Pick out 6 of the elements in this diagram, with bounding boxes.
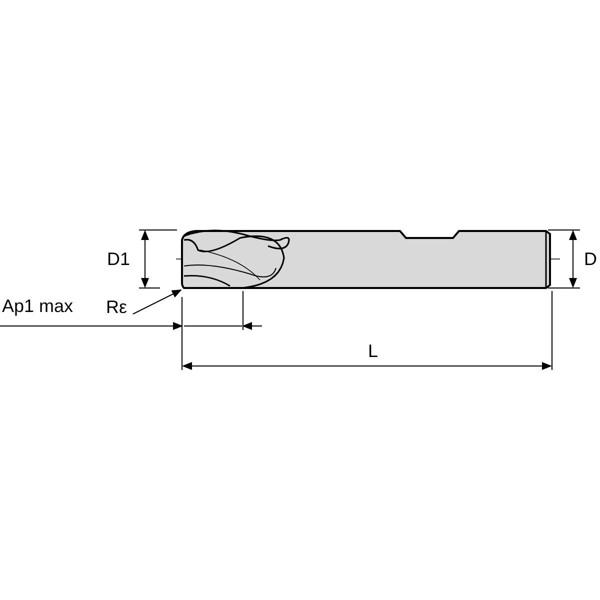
dimension-label: L: [368, 342, 378, 360]
dimension-label: D1: [107, 250, 130, 268]
leader-line: [132, 290, 182, 314]
dimension-label: Ap1 max: [2, 297, 74, 315]
dimension-label: Rε: [106, 297, 133, 317]
dimension-label: D: [584, 250, 597, 268]
